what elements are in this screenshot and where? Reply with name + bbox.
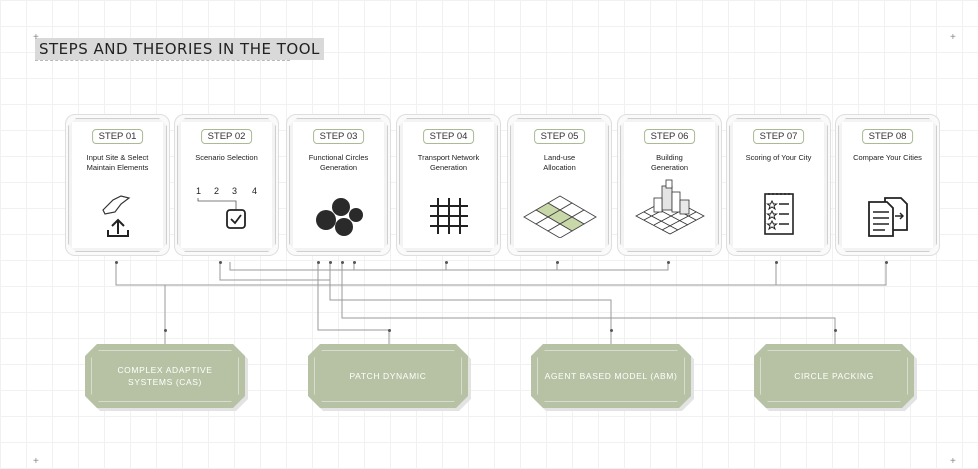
theory-box-patch-dynamic: PATCH DYNAMIC [308,344,468,408]
step-label: Compare Your Cities [853,153,922,162]
step-label: Scoring of Your City [745,153,812,162]
grid-network-icon [426,194,472,243]
connector-dot [610,329,613,332]
connector-dot [556,261,559,264]
step-card-02: STEP 02 Scenario Selection 1 2 3 4 [177,118,276,252]
corner-mark: + [33,456,39,467]
connector-cas-step07 [165,262,777,286]
connector-cas-step01 [115,262,166,330]
theory-box-border [91,350,239,402]
step-card-06: STEP 06 Building Generation [620,118,719,252]
step-label: Building Generation [650,153,689,172]
scenario-number: 3 [232,186,237,196]
connector-dot [667,261,670,264]
connector-dot [115,261,118,264]
theory-box-border [760,350,908,402]
theory-label: AGENT BASED MODEL (ABM) [544,371,678,381]
connector-step02-a [219,262,330,281]
step-badge: STEP 07 [753,129,805,144]
scenario-number: 1 [196,186,201,196]
step-badge: STEP 02 [201,129,253,144]
step-label: Input Site & Select Maintain Elements [86,153,149,172]
theory-box-abm: AGENT BASED MODEL (ABM) [531,344,691,408]
title-underline [35,60,290,65]
step-card-04: STEP 04 Transport Network Generation [399,118,498,252]
connector-dot [317,261,320,264]
corner-mark: + [950,456,956,467]
step-card-05: STEP 05 Land-use Allocation [510,118,609,252]
connector-dot [775,261,778,264]
scenario-number: 2 [214,186,219,196]
upload-map-icon [95,190,141,243]
theory-label: CIRCLE PACKING [794,371,874,381]
step-badge: STEP 01 [92,129,144,144]
step-badge: STEP 03 [313,129,365,144]
step-card-03: STEP 03 Functional Circles Generation [289,118,388,252]
connector-dot [445,261,448,264]
step-label: Transport Network Generation [417,153,480,172]
step-badge: STEP 04 [423,129,475,144]
step-card-07: STEP 07 Scoring of Your City [729,118,828,252]
theory-label: PATCH DYNAMIC [349,371,427,381]
connector-step02-b [229,262,669,271]
step-badge: STEP 05 [534,129,586,144]
compare-documents-icon [865,194,911,243]
scenario-checkbox-icon: 1 2 3 4 [192,182,262,243]
land-use-tiles-icon [523,194,597,243]
step-label: Functional Circles Generation [308,153,369,172]
diagram-title: STEPS AND THEORIES IN THE TOOL [35,38,324,60]
connector-dot [834,329,837,332]
scenario-number: 4 [252,186,257,196]
connector-dot [341,261,344,264]
corner-mark: + [950,32,956,43]
connector-dot [388,329,391,332]
step-card-01: STEP 01 Input Site & Select Maintain Ele… [68,118,167,252]
theory-label: COMPLEX ADAPTIVE SYSTEMS (CAS) [117,365,213,387]
connector-dot [164,329,167,332]
theory-box-border [537,350,685,402]
connector-dot [219,261,222,264]
connector-dot [329,261,332,264]
corner-mark: + [33,32,39,43]
step-label: Land-use Allocation [543,153,576,172]
step-badge: STEP 06 [644,129,696,144]
connector-cas-step08 [776,262,887,286]
step-label: Scenario Selection [195,153,258,162]
step-card-08: STEP 08 Compare Your Cities [838,118,937,252]
connector-step03-circle [341,262,836,344]
theory-box-cas: COMPLEX ADAPTIVE SYSTEMS (CAS) [85,344,245,408]
buildings-icon [632,178,708,243]
connector-step03-abm [329,262,612,344]
theory-box-circle-packing: CIRCLE PACKING [754,344,914,408]
connector-dot [353,261,356,264]
score-list-icon [759,190,799,243]
connector-dot [885,261,888,264]
circles-icon [314,194,364,243]
connector-step03-patch [317,262,390,344]
theory-box-border [314,350,462,402]
step-badge: STEP 08 [862,129,914,144]
